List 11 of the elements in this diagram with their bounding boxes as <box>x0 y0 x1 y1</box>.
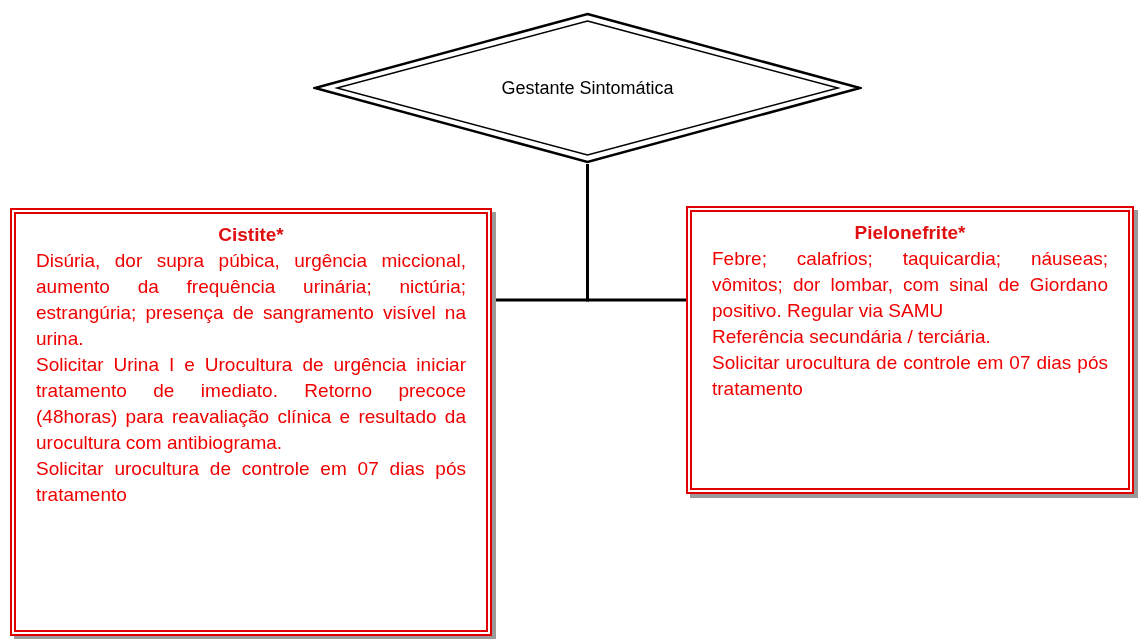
box-paragraph: Disúria, dor supra púbica, urgência miccional, aumento da frequência urinária; nictúria; estrangúria; presença de sangramento visível na urina. <box>36 249 466 351</box>
box-paragraph: Solicitar urocultura de controle em 07 dias pós tratamento <box>36 457 466 507</box>
connector-line <box>586 164 686 302</box>
diamond-label: Gestante Sintomática <box>501 77 674 99</box>
box-paragraph: Referência secundária / terciária. <box>712 325 992 349</box>
box-paragraph: Solicitar urocultura de controle em 07 dias pós tratamento <box>712 351 1108 401</box>
box-heading: Cistite* <box>217 223 285 247</box>
box-paragraph: Febre; calafrios; taquicardia; náuseas; vômitos; dor lombar, com sinal de Giordano positivo. Regular via SAMU <box>712 247 1108 323</box>
decision-diamond <box>313 12 862 164</box>
box-heading: Pielonefrite* <box>853 221 967 245</box>
box-paragraph: Solicitar Urina I e Urocultura de urgência iniciar tratamento de imediato. Retorno precoce (48horas) para reavaliação clínica e resultado da urocultura com antibiograma. <box>36 353 466 455</box>
